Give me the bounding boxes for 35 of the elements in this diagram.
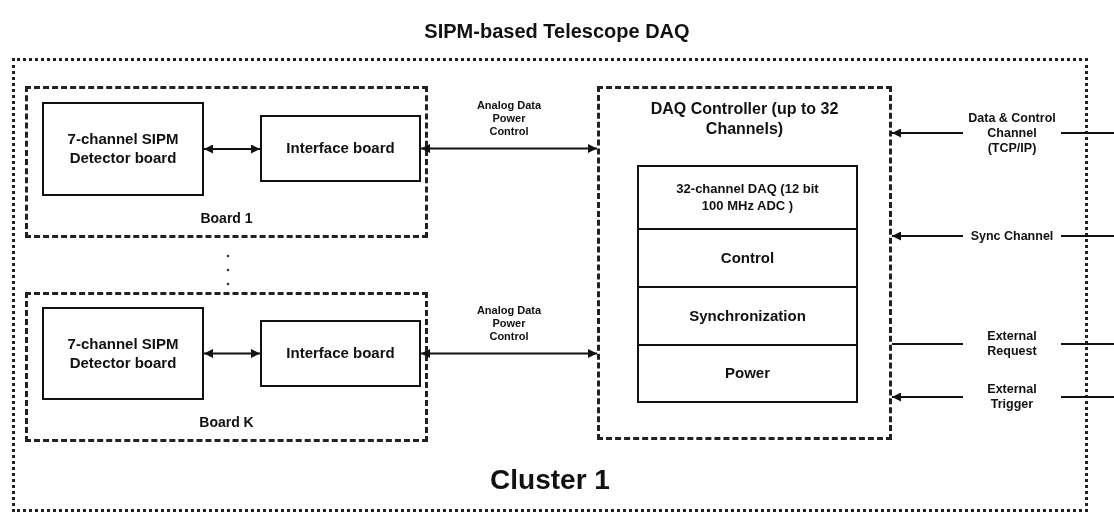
board-group-frame	[25, 86, 428, 238]
arrow	[420, 144, 598, 153]
edge-label: Data & Control Channel (TCP/IP)	[963, 110, 1061, 156]
board-group-frame	[25, 292, 428, 442]
edge-label: Sync Channel	[963, 228, 1061, 244]
process-box	[260, 115, 421, 182]
box-label: Synchronization	[689, 306, 806, 326]
box-label: 7-channel SIPM Detector board	[66, 334, 180, 373]
edge-label: Analog Data Power Control	[475, 98, 543, 139]
edge-label: Analog Data Power Control	[475, 303, 543, 344]
edge-label: External Trigger	[963, 382, 1061, 412]
box-label: Interface board	[285, 139, 396, 158]
arrow	[420, 349, 598, 358]
diagram-title: SIPM-based Telescope DAQ	[423, 20, 691, 43]
box-label: Power	[725, 364, 770, 383]
arrow	[203, 349, 261, 358]
group-title: Board K	[199, 413, 254, 432]
arrow	[203, 144, 261, 154]
box-label: 7-channel SIPM Detector board	[66, 130, 180, 168]
controller-frame	[597, 86, 892, 440]
box-label: Interface board	[285, 344, 396, 363]
stack-box	[637, 346, 858, 403]
group-title: Board 1	[200, 209, 253, 228]
box-label: 32-channel DAQ (12 bit 100 MHz ADC )	[675, 181, 820, 214]
process-box	[42, 307, 204, 400]
stack-box	[637, 230, 858, 288]
process-box	[260, 320, 421, 387]
stack-box	[637, 288, 858, 346]
group-title: Cluster 1	[490, 463, 610, 497]
box-label: Control	[720, 248, 775, 268]
process-box	[42, 102, 204, 196]
group-title: DAQ Controller (up to 32 Channels)	[649, 99, 840, 139]
edge-label: External Request	[963, 329, 1061, 359]
stack-box	[637, 165, 858, 230]
cluster-frame	[12, 58, 1088, 512]
